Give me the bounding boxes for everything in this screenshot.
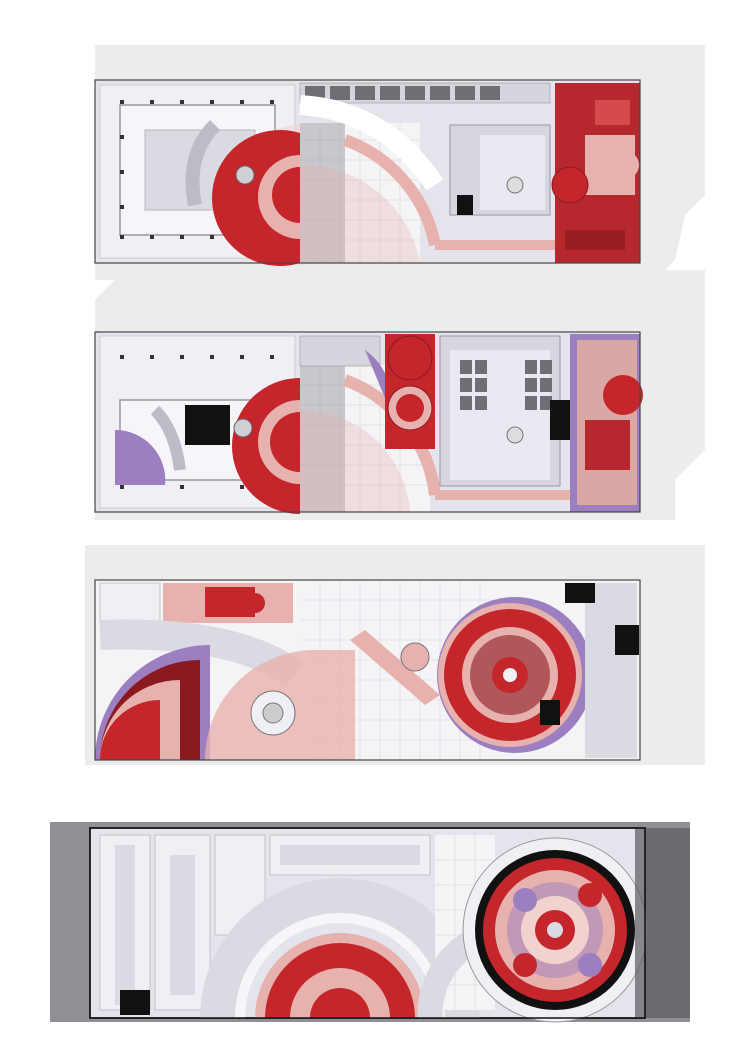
- floor-plan-4: [45, 800, 715, 1035]
- plan-4-drawing: [50, 822, 690, 1023]
- floor-plan-3: [55, 535, 725, 775]
- plan-3-drawing: [85, 545, 705, 765]
- floor-plan-2: [55, 270, 725, 525]
- plan-2-drawing: [94, 270, 705, 520]
- plan-1-drawing: [94, 45, 705, 280]
- floor-plan-1: [55, 45, 725, 285]
